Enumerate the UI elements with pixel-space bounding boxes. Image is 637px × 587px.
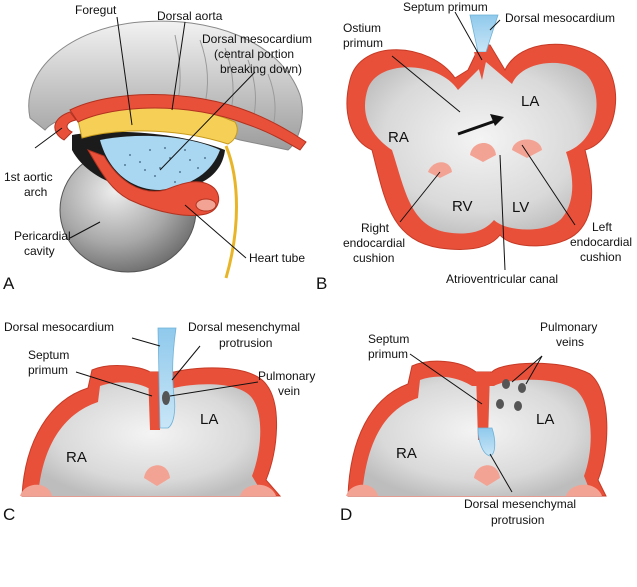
pulmonary-vein-c <box>162 391 170 405</box>
leader-dorsal-aorta <box>171 21 186 111</box>
panel-letter-b: B <box>316 274 327 293</box>
septum-primum-c <box>148 372 162 430</box>
label-dorsal-mesocardium-c: Dorsal mesocardium <box>4 320 114 334</box>
label-protrusion-c1: Dorsal mesenchymal <box>188 320 300 334</box>
label-ostium-b1: Ostium <box>343 21 381 35</box>
label-ra-c: RA <box>66 449 87 466</box>
label-la-c: LA <box>200 411 218 428</box>
leader-septum-d <box>409 353 483 405</box>
chamber-interior-d <box>362 376 592 496</box>
leader-left-cushion-b <box>521 144 576 226</box>
cushion-left-d <box>346 484 378 496</box>
leader-pericardial <box>69 221 101 239</box>
aortic-arch-shape <box>54 111 77 141</box>
label-right-cushion-b2: endocardial <box>343 236 405 250</box>
yellow-strand <box>224 145 238 279</box>
cushion-left-b <box>512 139 542 158</box>
heart-tube-opening <box>195 198 217 212</box>
label-pulm-d1: Pulmonary <box>540 320 597 334</box>
panel-letter-c: C <box>3 505 15 524</box>
label-ra-d: RA <box>396 445 417 462</box>
label-ostium-b2: primum <box>343 36 383 50</box>
panel-letter-d: D <box>340 505 352 524</box>
cushion-center-c <box>144 465 170 486</box>
label-heart-tube: Heart tube <box>249 251 305 265</box>
leader-ostium-b <box>391 55 461 113</box>
leader-heart-tube <box>184 204 247 259</box>
leader-pulmonary-c <box>169 381 259 397</box>
label-la-d: LA <box>536 411 554 428</box>
label-dorsal-mesocardium-a1: Dorsal mesocardium <box>202 32 312 46</box>
leader-septum-primum-b <box>454 11 483 61</box>
label-right-cushion-b3: cushion <box>353 251 394 265</box>
septum-primum-b <box>474 52 488 80</box>
label-la-b: LA <box>521 93 539 110</box>
label-protrusion-c2: protrusion <box>219 336 272 350</box>
panel-letter-a: A <box>3 274 15 293</box>
label-lv-b: LV <box>512 199 529 216</box>
label-pulm-d2: veins <box>556 335 584 349</box>
cushion-right-d <box>566 484 602 496</box>
mesocardium-speckles <box>124 147 206 183</box>
label-protrusion-d2: protrusion <box>491 513 544 527</box>
label-pulmonary-c2: vein <box>278 384 300 398</box>
cushion-left-c <box>20 484 52 496</box>
label-left-cushion-b2: endocardial <box>570 235 632 249</box>
leader-septum-c <box>75 371 153 397</box>
label-dorsal-mesocardium-a3: breaking down) <box>220 62 302 76</box>
flow-arrow-b <box>457 118 499 136</box>
label-septum-d2: primum <box>368 347 408 361</box>
label-pericardial-2: cavity <box>24 244 55 258</box>
panel-c: Dorsal mesocardium Dorsal mesenchymal pr… <box>3 320 315 524</box>
label-dorsal-mesocardium-a2: (central portion <box>214 47 294 61</box>
leader-dorsal-mesocardium-c <box>131 337 161 347</box>
heart-tube-shape <box>86 149 220 216</box>
label-pulmonary-c1: Pulmonary <box>258 369 315 383</box>
label-dorsal-mesocardium-b: Dorsal mesocardium <box>505 11 615 25</box>
panel-d: Septum primum Pulmonary veins LA RA Dors… <box>340 320 608 527</box>
label-left-cushion-b3: cushion <box>580 250 621 264</box>
septum-primum-d <box>476 372 490 440</box>
panel-a: Foregut Dorsal aorta Dorsal mesocardium … <box>3 3 312 293</box>
dorsal-mesocardium-a <box>100 135 220 190</box>
cushion-center-b <box>470 142 496 162</box>
label-left-cushion-b1: Left <box>592 220 613 234</box>
panel-b: Septum primum Dorsal mesocardium Ostium … <box>316 0 632 293</box>
label-septum-d1: Septum <box>368 332 409 346</box>
label-av-canal-b: Atrioventricular canal <box>446 272 558 286</box>
label-aortic-arch-1: 1st aortic <box>4 170 53 184</box>
dorsal-mesocardium-c <box>157 327 177 429</box>
label-dorsal-aorta: Dorsal aorta <box>157 9 223 23</box>
cushion-right-b <box>428 162 452 178</box>
label-aortic-arch-2: arch <box>24 185 47 199</box>
label-foregut: Foregut <box>75 3 117 17</box>
leader-aortic-arch <box>34 127 63 149</box>
cushion-center-d <box>474 465 500 486</box>
leader-pulm-d2 <box>525 355 543 385</box>
leader-dorsal-mesocardium-a <box>159 71 256 171</box>
leader-protrusion-c <box>171 345 201 381</box>
chamber-interior-c <box>38 382 264 496</box>
label-pericardial-1: Pericardial <box>14 229 71 243</box>
label-rv-b: RV <box>452 198 473 215</box>
label-right-cushion-b1: Right <box>361 221 390 235</box>
label-septum-primum-b: Septum primum <box>403 0 488 14</box>
label-septum-c2: primum <box>28 363 68 377</box>
leader-av-canal-b <box>499 154 506 271</box>
label-protrusion-d1: Dorsal mesenchymal <box>464 497 576 511</box>
pulmonary-veins-d <box>496 379 526 411</box>
leader-foregut <box>116 16 133 126</box>
flow-arrowhead-b <box>490 114 504 126</box>
leader-protrusion-d <box>489 453 513 493</box>
label-ra-b: RA <box>388 129 409 146</box>
leader-pulm-d1 <box>511 355 543 383</box>
leader-dorsal-mesocardium-b <box>489 19 501 31</box>
leader-right-cushion-b <box>399 171 441 223</box>
label-septum-c1: Septum <box>28 348 69 362</box>
dorsal-aorta-shape <box>69 94 307 151</box>
dorsal-protrusion-d <box>477 427 496 457</box>
cushion-right-c <box>240 484 276 496</box>
